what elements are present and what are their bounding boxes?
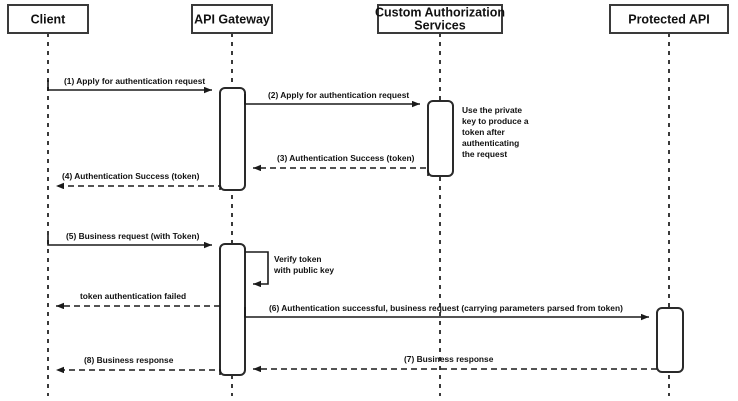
note-private-key-line-3: token after bbox=[462, 127, 506, 137]
message-2-arrow bbox=[244, 94, 420, 108]
message-3-authentication-success-token[interactable]: (3) Authentication Success (token) bbox=[253, 153, 429, 176]
message-3-label: (3) Authentication Success (token) bbox=[277, 153, 415, 163]
participant-client[interactable]: Client bbox=[7, 4, 89, 396]
activation-bar-custom-auth bbox=[427, 100, 454, 177]
activation-bar-api-gateway-auth bbox=[219, 87, 246, 191]
message-1-arrow bbox=[47, 80, 212, 94]
message-8-label: (8) Business response bbox=[84, 355, 174, 365]
participant-box-custom-auth[interactable] bbox=[377, 4, 503, 34]
activation-bar-api-gateway-business bbox=[219, 243, 246, 376]
message-token-authentication-failed[interactable]: token authentication failed bbox=[56, 291, 220, 310]
message-self-verify-token[interactable]: Verify token with public key bbox=[245, 251, 334, 288]
participant-custom-auth[interactable]: Custom Authorization Services bbox=[375, 4, 505, 396]
message-2-apply-for-authentication-request[interactable]: (2) Apply for authentication request bbox=[244, 90, 420, 108]
participant-box-api-gateway[interactable] bbox=[191, 4, 273, 34]
message-8-arrow bbox=[56, 366, 221, 375]
message-4-arrow bbox=[56, 182, 221, 190]
message-2-label: (2) Apply for authentication request bbox=[268, 90, 409, 100]
activation-bar-protected-api bbox=[656, 307, 684, 373]
message-7-label: (7) Business response bbox=[404, 354, 494, 364]
message-6-arrow bbox=[244, 307, 649, 321]
participant-label-protected-api: Protected API bbox=[628, 12, 710, 26]
message-1-label: (1) Apply for authentication request bbox=[64, 76, 205, 86]
message-4-authentication-success-token[interactable]: (4) Authentication Success (token) bbox=[56, 171, 221, 190]
participant-label-custom-auth-line2: Services bbox=[414, 18, 465, 32]
message-4-label: (4) Authentication Success (token) bbox=[62, 171, 200, 181]
participant-box-protected-api[interactable] bbox=[609, 4, 729, 34]
note-private-key-line-2: key to produce a bbox=[462, 116, 529, 126]
message-5-business-request-with-token[interactable]: (5) Business request (with Token) bbox=[47, 231, 212, 249]
message-1-apply-for-authentication-request[interactable]: (1) Apply for authentication request bbox=[47, 76, 212, 94]
message-self-verify-token-label-line2: with public key bbox=[273, 265, 334, 275]
message-6-label: (6) Authentication successful, business … bbox=[269, 303, 623, 313]
message-8-business-response[interactable]: (8) Business response bbox=[56, 355, 221, 375]
participant-protected-api[interactable]: Protected API bbox=[609, 4, 729, 396]
participant-label-client: Client bbox=[31, 12, 67, 26]
message-7-business-response[interactable]: (7) Business response bbox=[253, 354, 657, 373]
message-5-label: (5) Business request (with Token) bbox=[66, 231, 200, 241]
note-private-key-line-4: authenticating bbox=[462, 138, 519, 148]
participant-label-custom-auth-line1: Custom Authorization bbox=[375, 5, 505, 19]
note-private-key: Use the private key to produce a token a… bbox=[462, 105, 529, 159]
note-private-key-line-5: the request bbox=[462, 149, 507, 159]
message-5-arrow bbox=[47, 235, 212, 249]
message-self-verify-token-label-line1: Verify token bbox=[274, 254, 321, 264]
message-token-authentication-failed-label: token authentication failed bbox=[80, 291, 186, 301]
message-6-authentication-successful-business-request[interactable]: (6) Authentication successful, business … bbox=[244, 303, 649, 321]
note-private-key-line-1: Use the private bbox=[462, 105, 522, 115]
participant-label-api-gateway: API Gateway bbox=[194, 12, 270, 26]
message-3-arrow bbox=[253, 164, 429, 176]
message-self-verify-token-arrow bbox=[245, 251, 269, 288]
participant-api-gateway[interactable]: API Gateway bbox=[191, 4, 273, 396]
